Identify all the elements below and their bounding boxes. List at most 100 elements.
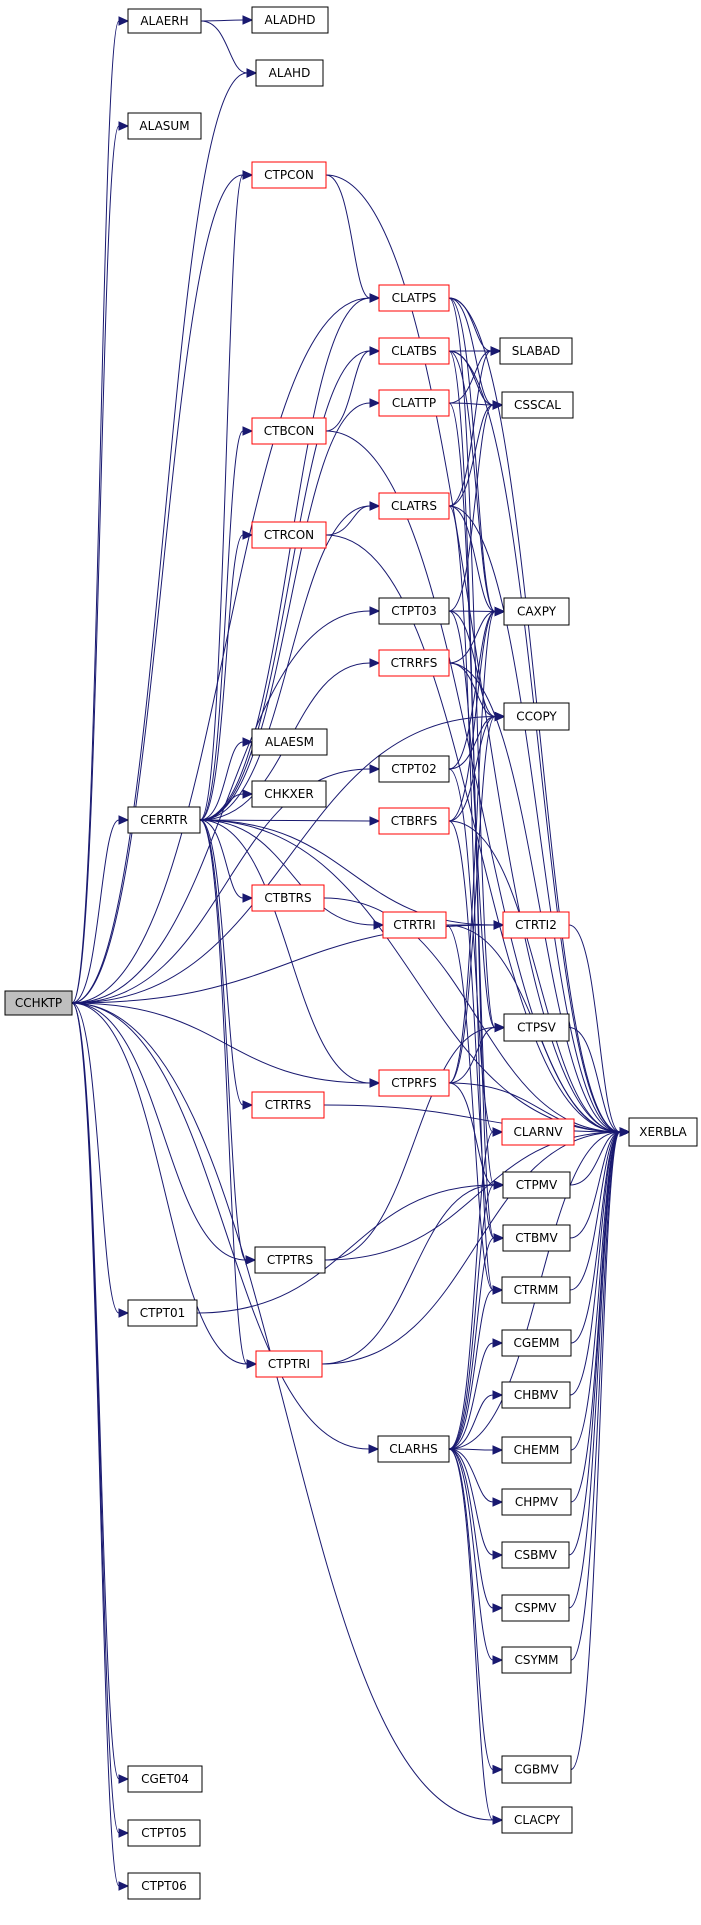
node-ctpsv[interactable]: CTPSV [503, 1013, 570, 1042]
node-alaesm[interactable]: ALAESM [251, 728, 328, 756]
arrowhead-clarnv [492, 1127, 504, 1137]
node-box-ctrti2 [502, 911, 570, 939]
node-label-caxpy: CAXPY [517, 605, 557, 619]
node-label-clatrs: CLATRS [391, 499, 437, 513]
node-box-clarnv [501, 1118, 575, 1146]
edge-ctpt03-to-csscal [448, 404, 494, 612]
edge-cerrtr-to-ctbcon [199, 430, 244, 821]
node-ctprfs[interactable]: CTPRFS [378, 1069, 450, 1097]
arrowhead-cspmv [492, 1603, 504, 1613]
node-ccopy[interactable]: CCOPY [503, 702, 570, 731]
edge-chpmv-to-xerbla [570, 1131, 621, 1503]
node-cchktp[interactable]: CCHKTP [4, 990, 73, 1016]
node-label-alahd: ALAHD [269, 66, 311, 80]
node-ctpt03[interactable]: CTPT03 [378, 597, 450, 625]
node-clatbs[interactable]: CLATBS [378, 337, 450, 365]
node-ctpt05[interactable]: CTPT05 [127, 1819, 201, 1847]
node-label-csymm: CSYMM [514, 1653, 558, 1667]
edge-cchktp-to-ctpt01 [71, 1002, 120, 1314]
node-csbmv[interactable]: CSBMV [501, 1541, 570, 1569]
edge-ctpt03-to-ctpsv [448, 610, 496, 1028]
node-clatps[interactable]: CLATPS [378, 284, 450, 312]
node-ctbcon[interactable]: CTBCON [251, 417, 327, 445]
node-ctrtrs[interactable]: CTRTRS [251, 1091, 325, 1119]
node-label-cget04: CGET04 [141, 1772, 189, 1786]
node-ctrcon[interactable]: CTRCON [251, 521, 327, 549]
node-ctptrs[interactable]: CTPTRS [254, 1246, 326, 1274]
node-caxpy[interactable]: CAXPY [503, 597, 570, 626]
arrowhead-cerrtr [118, 815, 130, 825]
edge-cerrtr-to-ctrcon [199, 534, 244, 821]
node-clacpy[interactable]: CLACPY [501, 1806, 573, 1834]
node-cerrtr[interactable]: CERRTR [127, 806, 201, 834]
node-clarnv[interactable]: CLARNV [501, 1118, 575, 1146]
node-alaerh[interactable]: ALAERH [127, 8, 202, 34]
edge-clarhs-to-csbmv [448, 1448, 494, 1556]
node-csscal[interactable]: CSSCAL [501, 391, 574, 419]
node-label-ctptri: CTPTRI [268, 1357, 310, 1371]
arrowhead-ctpt02 [369, 764, 381, 774]
edge-cerrtr-to-clatbs [199, 350, 371, 821]
node-ctrrfs[interactable]: CTRRFS [378, 649, 450, 677]
node-cgemm[interactable]: CGEMM [501, 1329, 572, 1357]
node-xerbla[interactable]: XERBLA [628, 1117, 698, 1147]
node-slabad[interactable]: SLABAD [499, 337, 573, 365]
node-chkxer[interactable]: CHKXER [251, 780, 327, 808]
node-label-ctpt01: CTPT01 [140, 1306, 186, 1320]
edge-cerrtr-to-ctbrfs [199, 819, 371, 822]
node-aladhd[interactable]: ALADHD [251, 6, 329, 34]
edge-csymm-to-xerbla [570, 1131, 621, 1661]
node-ctpt02[interactable]: CTPT02 [378, 755, 450, 783]
edge-ctpt01-to-ctpmv [196, 1184, 495, 1314]
node-clatrs[interactable]: CLATRS [378, 492, 450, 520]
node-chpmv[interactable]: CHPMV [501, 1488, 572, 1516]
node-ctbtrs[interactable]: CTBTRS [251, 884, 325, 912]
node-csymm[interactable]: CSYMM [501, 1646, 572, 1674]
node-ctbmv[interactable]: CTBMV [502, 1224, 571, 1252]
node-alahd[interactable]: ALAHD [255, 59, 324, 87]
arrowhead-csymm [492, 1655, 504, 1665]
node-ctrti2[interactable]: CTRTI2 [502, 911, 570, 939]
edge-ctptrs-to-ctpsv [324, 1027, 496, 1261]
node-label-ctpt03: CTPT03 [391, 604, 437, 618]
node-label-ctpcon: CTPCON [264, 168, 314, 182]
arrowhead-clatbs [369, 346, 381, 356]
edge-ctrcon-to-xerbla [325, 534, 621, 1133]
node-ctrmm[interactable]: CTRMM [501, 1276, 571, 1304]
edge-clarhs-to-cgbmv [448, 1448, 494, 1770]
edge-cchktp-to-clacpy [71, 1002, 494, 1821]
node-ctpcon[interactable]: CTPCON [251, 161, 327, 189]
arrowhead-ctptri [246, 1359, 258, 1369]
node-cspmv[interactable]: CSPMV [501, 1594, 570, 1622]
node-ctbrfs[interactable]: CTBRFS [378, 807, 450, 835]
node-chemm[interactable]: CHEMM [501, 1436, 572, 1464]
node-label-chkxer: CHKXER [264, 787, 313, 801]
node-label-ctbmv: CTBMV [515, 1231, 558, 1245]
node-label-cerrtr: CERRTR [140, 813, 187, 827]
node-clarhs[interactable]: CLARHS [377, 1435, 450, 1463]
node-label-clatbs: CLATBS [391, 344, 437, 358]
arrowhead-chemm [492, 1445, 504, 1455]
node-ctrtri[interactable]: CTRTRI [382, 911, 447, 939]
node-ctpmv[interactable]: CTPMV [502, 1171, 571, 1199]
node-box-ccopy [503, 702, 570, 731]
edge-clatrs-to-xerbla [448, 505, 621, 1133]
edge-ctpsv-to-xerbla [568, 1027, 621, 1133]
node-clattp[interactable]: CLATTP [378, 389, 450, 417]
arrowhead-slabad [490, 346, 502, 356]
edge-ctpt02-to-clarnv [448, 768, 494, 1133]
node-box-ctpt05 [127, 1819, 201, 1847]
node-cget04[interactable]: CGET04 [127, 1765, 203, 1793]
node-cgbmv[interactable]: CGBMV [501, 1755, 572, 1784]
node-label-csbmv: CSBMV [514, 1548, 558, 1562]
node-ctpt01[interactable]: CTPT01 [127, 1299, 198, 1327]
edge-clattp-to-csscal [448, 402, 494, 406]
edge-clatrs-to-ctrmm [448, 505, 494, 1291]
node-alasum[interactable]: ALASUM [127, 112, 202, 140]
node-ctpt06[interactable]: CTPT06 [127, 1872, 201, 1900]
edge-cerrtr-to-ctbtrs [199, 819, 244, 899]
edge-cchktp-to-alasum [71, 125, 120, 1004]
edge-ctbrfs-to-xerbla [448, 820, 621, 1133]
node-ctptri[interactable]: CTPTRI [255, 1350, 323, 1378]
node-chbmv[interactable]: CHBMV [501, 1381, 571, 1409]
